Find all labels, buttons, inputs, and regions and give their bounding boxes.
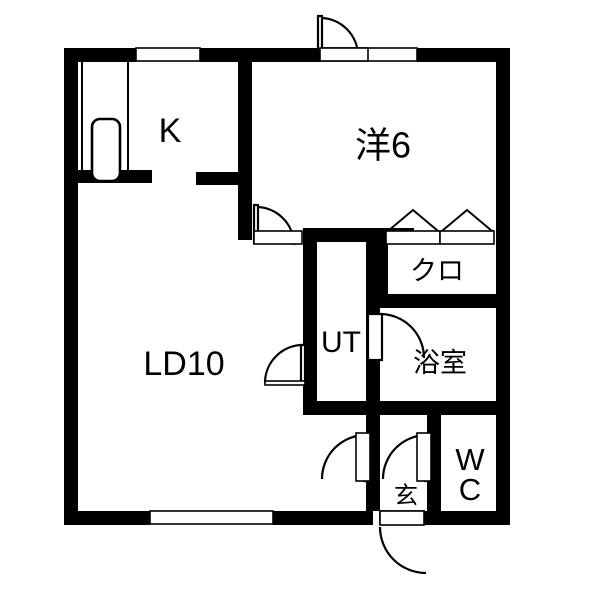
outer-wall-north-right: [417, 48, 510, 62]
outer-wall-west-upper: [64, 48, 78, 183]
kitchen-hall-door-icon: [252, 203, 303, 246]
closet-west-wall: [380, 242, 388, 294]
utility-door-icon: [366, 312, 426, 362]
bathroom-south-wall: [317, 401, 496, 415]
ld-south-window: [149, 510, 274, 525]
kitchen-south-stub: [196, 172, 252, 185]
room-label-living-dining: LD10: [143, 345, 224, 383]
doors-group: [252, 14, 432, 575]
room-label-utility: UT: [321, 326, 361, 359]
ld-hall-door-icon: [263, 343, 307, 386]
kitchen-east-wall: [238, 48, 252, 240]
fixtures-group: [81, 62, 129, 183]
front-door-icon: [378, 510, 427, 575]
closet-south-wall: [380, 294, 496, 308]
wc-door-icon: [381, 432, 432, 483]
hall-west-wall: [303, 242, 317, 415]
closet-panel-apex-1: [441, 208, 493, 232]
closet-panel-1: [439, 230, 495, 245]
hall-lower-door-icon: [320, 432, 371, 483]
room-label-western-room: 洋6: [355, 125, 411, 166]
room-label-kitchen: K: [159, 112, 182, 150]
room-label-entrance: 玄: [394, 482, 418, 509]
room-label-closet: クロ: [410, 256, 464, 286]
outer-wall-north-left: [64, 48, 136, 62]
outer-wall-south-right: [424, 511, 510, 525]
kitchen-north-window: [135, 47, 201, 62]
walls-group: [64, 48, 510, 525]
room-label-bathroom: 浴室: [413, 348, 467, 378]
outer-wall-east: [496, 48, 510, 525]
closet-panel-0: [385, 230, 441, 245]
outer-wall-south-mid: [273, 511, 373, 525]
bedroom-entry-door-icon: [316, 14, 369, 62]
outer-wall-south-left: [64, 511, 150, 525]
outer-wall-west-lower: [64, 170, 78, 525]
outer-wall-north-mid: [200, 48, 320, 62]
closet-folding-panels: [385, 208, 495, 245]
closet-panel-apex-0: [387, 208, 439, 232]
kitchen-sink-unit: [90, 117, 122, 183]
